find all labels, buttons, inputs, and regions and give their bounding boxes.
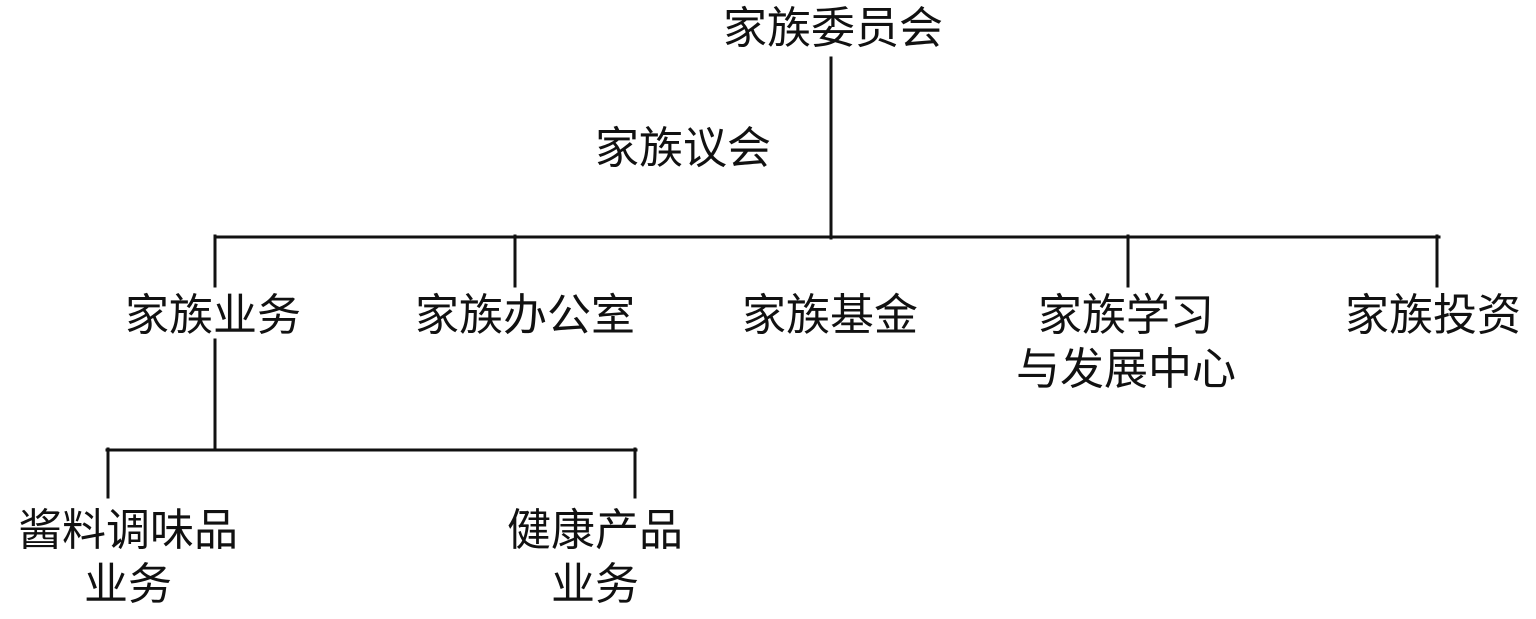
node-family-investment: 家族投资 bbox=[1345, 289, 1521, 343]
node-family-learning-center: 家族学习 与发展中心 bbox=[1016, 289, 1236, 397]
node-family-committee: 家族委员会 bbox=[723, 2, 943, 56]
node-label: 家族业务 bbox=[125, 290, 301, 341]
node-label-line-2: 业务 bbox=[84, 559, 172, 610]
node-label: 家族基金 bbox=[742, 290, 918, 341]
node-label-line-1: 家族学习 bbox=[1038, 290, 1214, 341]
node-condiment-business: 酱料调味品 业务 bbox=[18, 504, 238, 612]
node-label-line-2: 与发展中心 bbox=[1016, 344, 1236, 395]
node-family-office: 家族办公室 bbox=[415, 289, 635, 343]
node-label-line-2: 业务 bbox=[551, 559, 639, 610]
node-label: 家族委员会 bbox=[723, 3, 943, 54]
node-family-business: 家族业务 bbox=[125, 289, 301, 343]
node-health-products-business: 健康产品 业务 bbox=[507, 504, 683, 612]
label-family-assembly: 家族议会 bbox=[595, 122, 771, 176]
node-family-foundation: 家族基金 bbox=[742, 289, 918, 343]
node-label-line-1: 酱料调味品 bbox=[18, 505, 238, 556]
node-label: 家族办公室 bbox=[415, 290, 635, 341]
node-label: 家族投资 bbox=[1345, 290, 1521, 341]
node-label-line-1: 健康产品 bbox=[507, 505, 683, 556]
annotation-label: 家族议会 bbox=[595, 123, 771, 174]
